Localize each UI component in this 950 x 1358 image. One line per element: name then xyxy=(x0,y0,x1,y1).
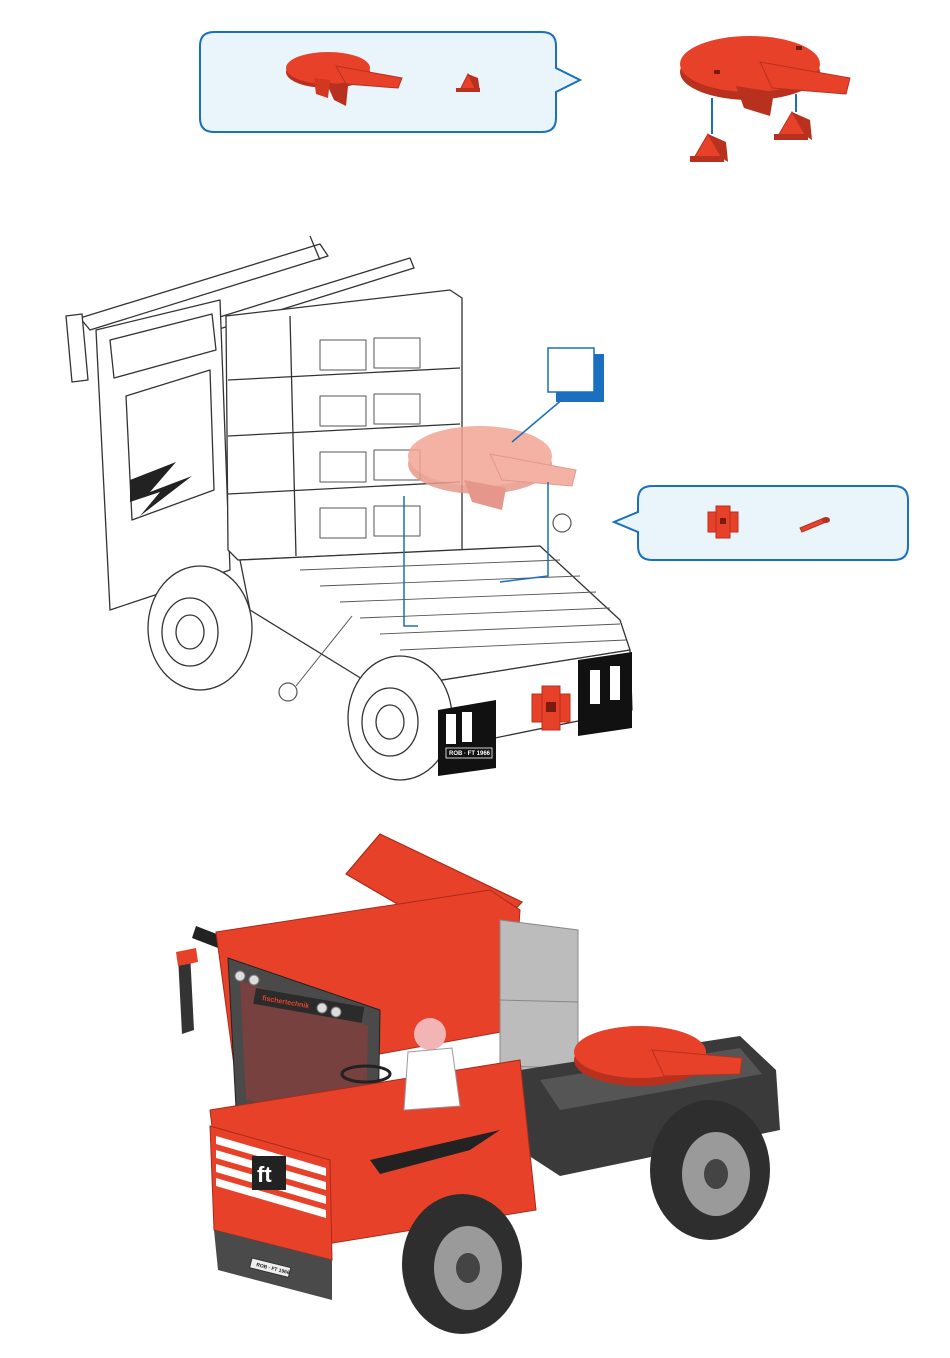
marker-circle-lower xyxy=(279,683,297,701)
wedge-bracket-left xyxy=(690,134,728,162)
front-wheel-color xyxy=(402,1194,522,1334)
mudflap-left: ROB · FT 1966 xyxy=(438,700,496,776)
ft-logo-text: ft xyxy=(257,1162,272,1187)
exploded-fifth-wheel-assembly xyxy=(680,36,850,162)
truck-color-render: fischertechnik ft ROB · FT 1966 xyxy=(0,830,950,1358)
right-parts-callout xyxy=(0,480,950,570)
mudflap-right xyxy=(578,652,632,736)
wedge-bracket-right xyxy=(774,112,812,140)
rear-wheel-color xyxy=(650,1100,770,1240)
plate-text-line: ROB · FT 1966 xyxy=(449,751,491,757)
callout-bubble-right xyxy=(614,486,908,560)
step-box xyxy=(548,348,604,402)
top-parts-callout xyxy=(0,0,950,200)
